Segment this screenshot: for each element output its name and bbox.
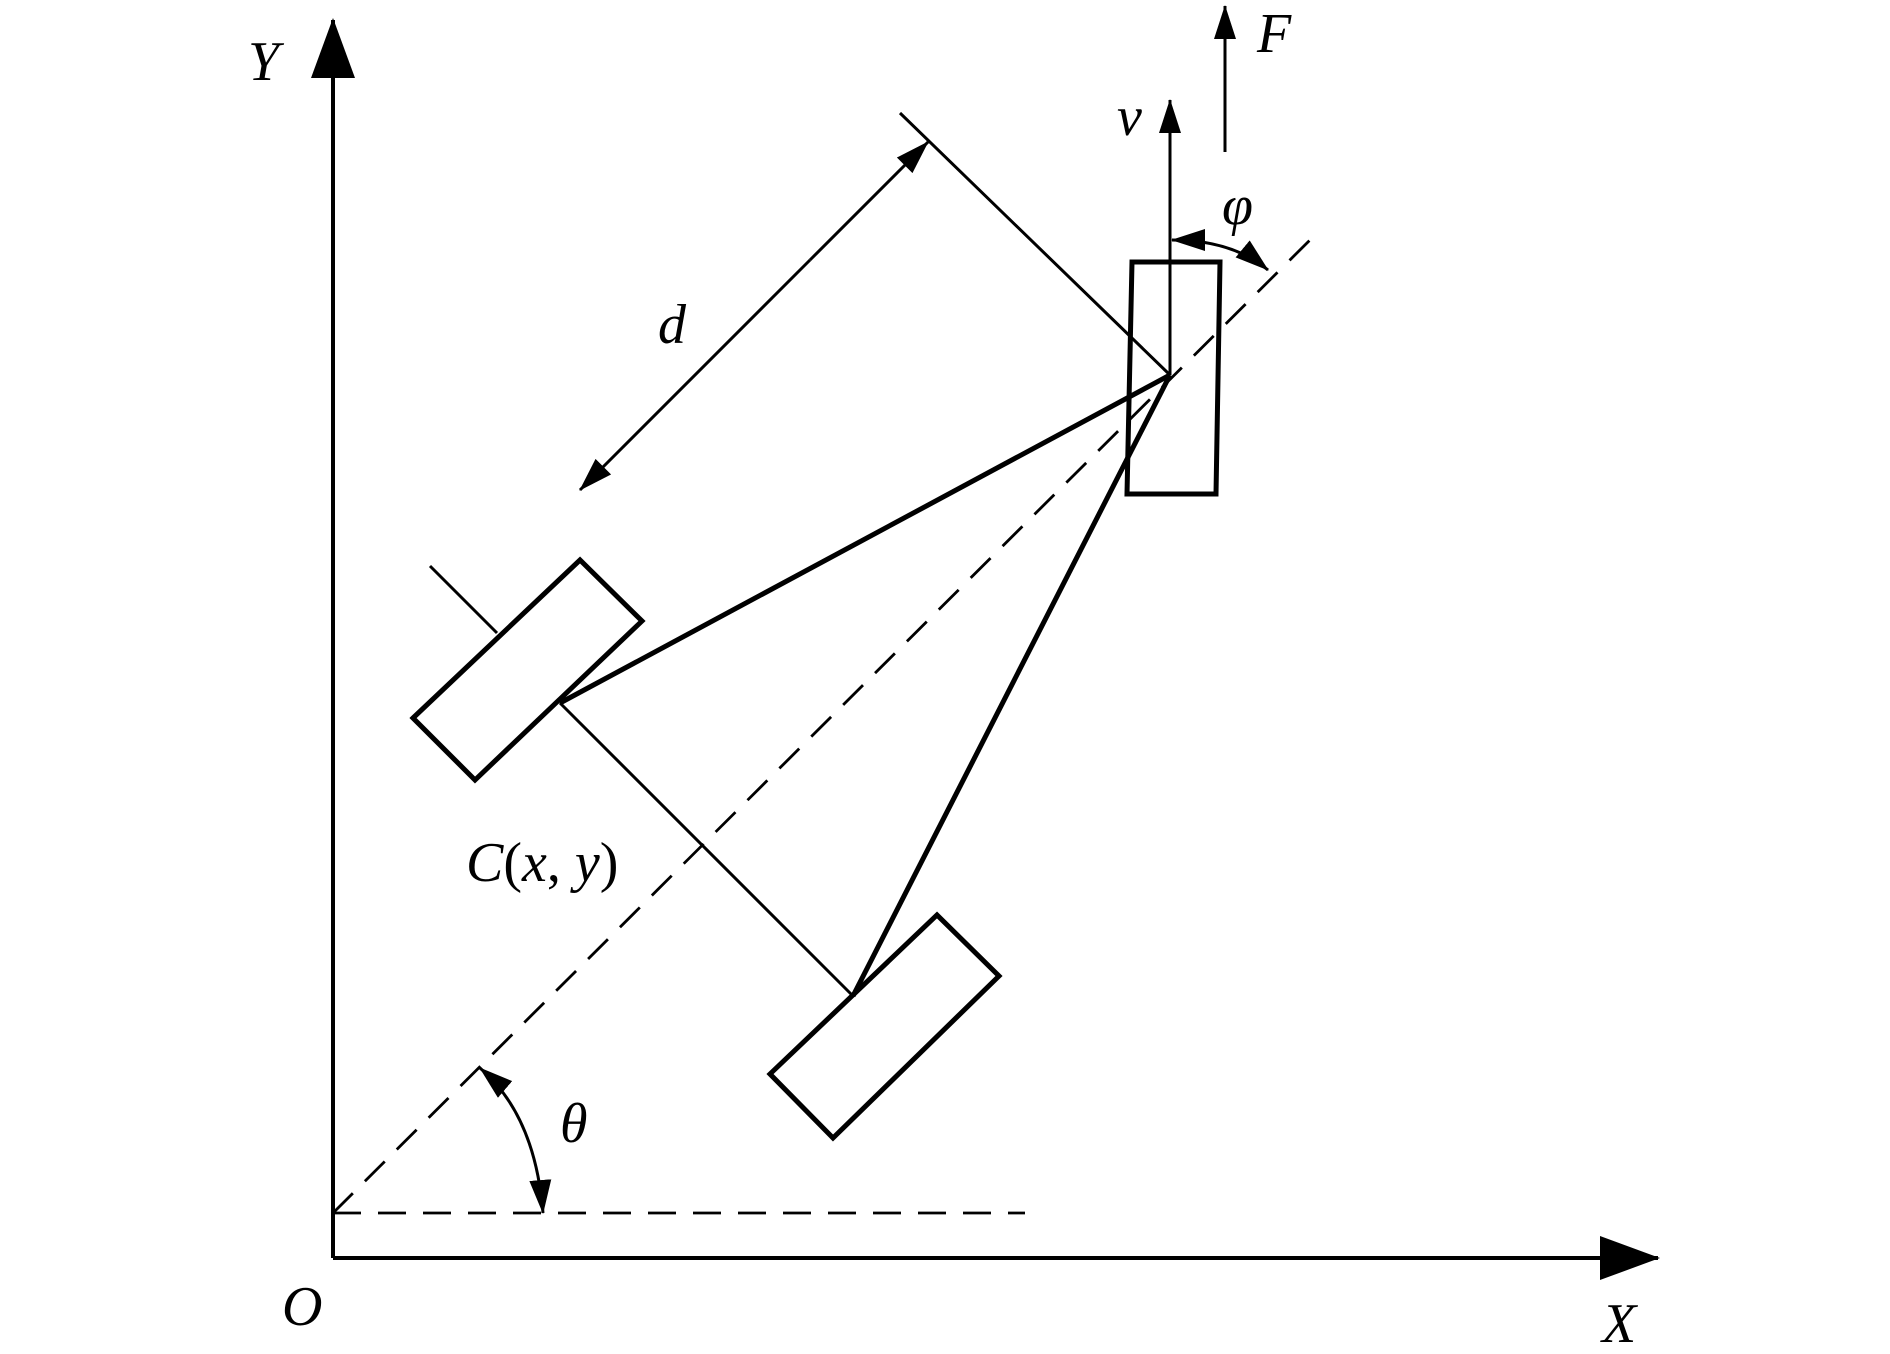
center-label-c: C [466, 832, 504, 894]
rear-left-wheel [409, 556, 646, 784]
rear-right-wheel [766, 911, 1003, 1142]
steer-angle-label: φ [1222, 175, 1253, 237]
dashed-reference-lines [332, 229, 1321, 1215]
rear-axle [558, 701, 855, 998]
center-label-open-paren: ( [503, 832, 522, 894]
chassis-frame [558, 372, 1173, 998]
center-label-comma: , [547, 832, 575, 894]
extension-line-front [898, 111, 1172, 377]
frame-upper-link [558, 372, 1172, 706]
coordinate-axes [311, 18, 1660, 1280]
center-label-y: y [570, 832, 600, 894]
extension-line-rear [428, 564, 499, 635]
velocity-label: v [1117, 86, 1142, 148]
center-point-label: C(x, y) [466, 832, 618, 894]
dimension-arrow [578, 258, 812, 492]
theta-arc [479, 1066, 552, 1214]
dimension-arrow-upper [808, 140, 930, 262]
force-label: F [1256, 3, 1292, 65]
phi-arc [1171, 229, 1269, 272]
wheelbase-label: d [658, 294, 687, 356]
origin-label: O [282, 1276, 322, 1338]
center-label-x: x [521, 832, 547, 894]
wheelbase-dimension [428, 111, 1172, 635]
front-wheel [1124, 259, 1223, 497]
frame-lower-link [850, 373, 1173, 998]
vectors [1159, 5, 1236, 375]
heading-line [332, 229, 1321, 1214]
y-axis-label: Y [248, 31, 285, 93]
x-axis-label: X [1600, 1293, 1639, 1354]
heading-angle-label: θ [560, 1093, 588, 1155]
center-label-close-paren: ) [600, 832, 619, 894]
